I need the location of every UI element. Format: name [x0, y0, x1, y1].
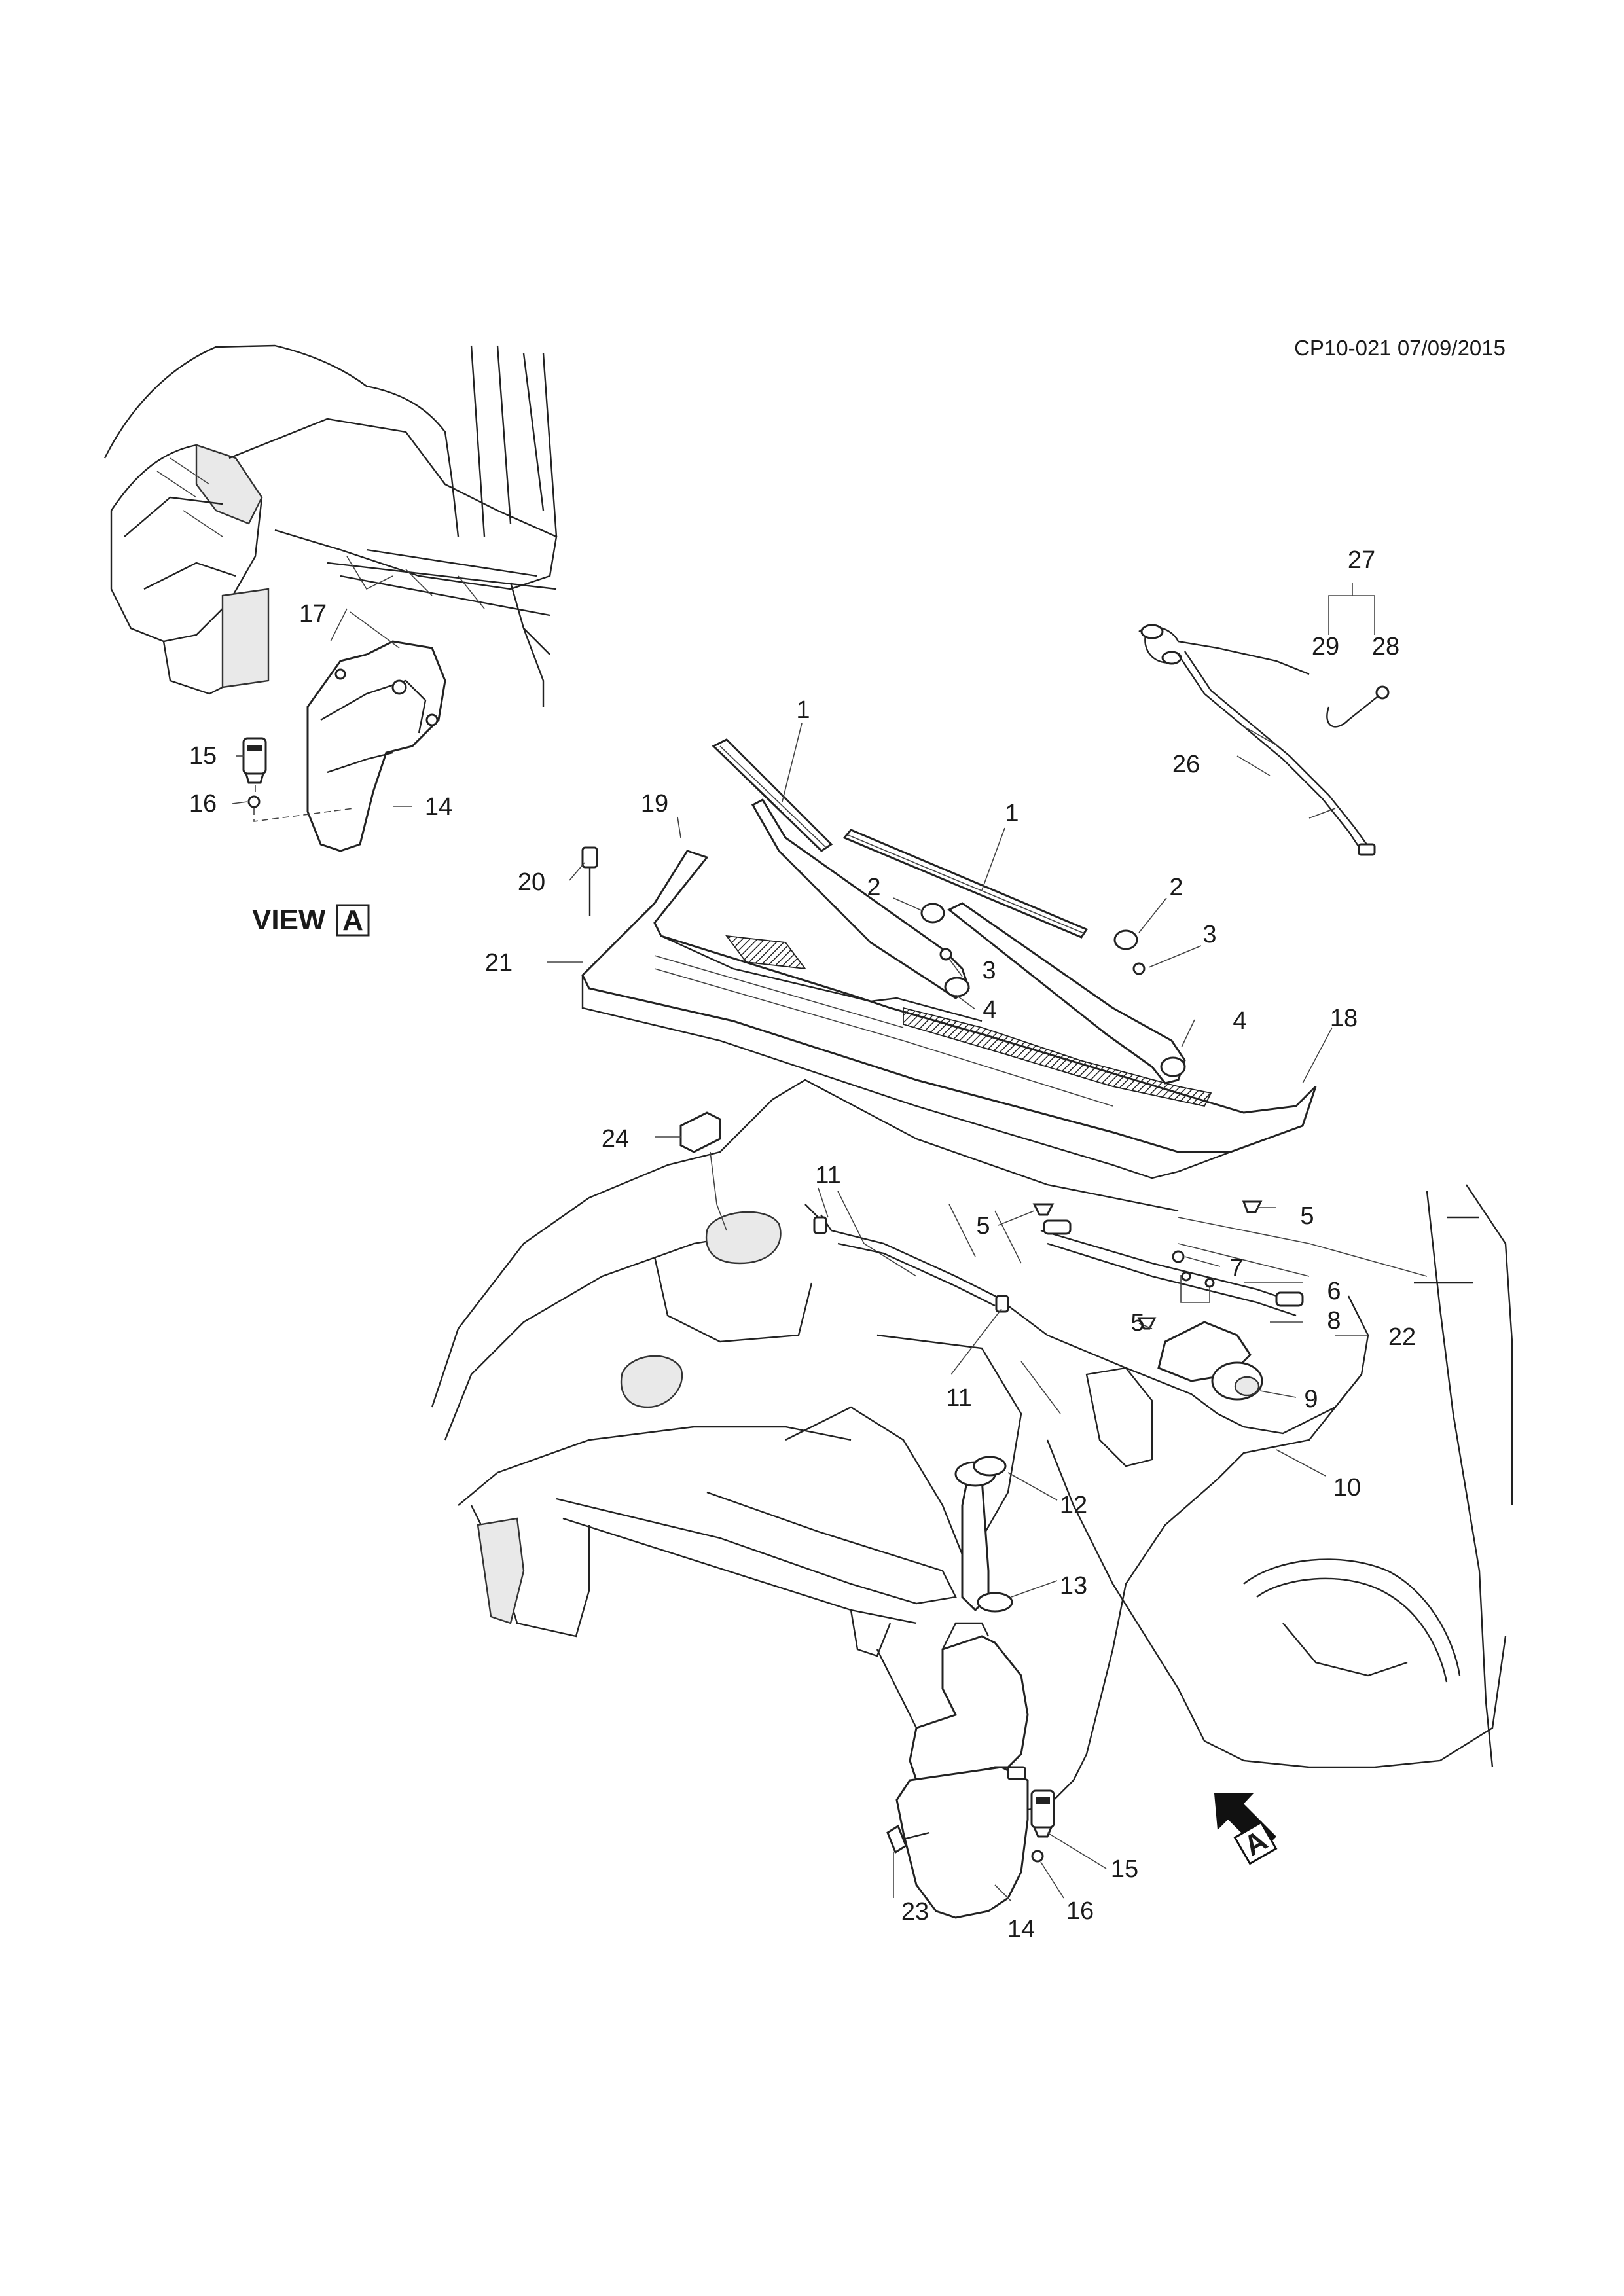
callout-2: 2	[1169, 874, 1183, 901]
leader-lines	[232, 583, 1375, 1902]
callout-1: 1	[1005, 800, 1019, 827]
callout-27: 27	[1348, 547, 1375, 574]
arm-caps-nuts	[920, 903, 1146, 975]
callout-11: 11	[815, 1162, 840, 1189]
callout-21: 21	[485, 949, 513, 977]
callout-8: 8	[1327, 1307, 1341, 1335]
callout-1: 1	[796, 696, 810, 724]
callout-18: 18	[1330, 1005, 1358, 1032]
callout-2: 2	[867, 874, 880, 901]
callout-16: 16	[189, 790, 217, 817]
callout-3: 3	[1202, 921, 1216, 948]
callout-5: 5	[1130, 1309, 1144, 1336]
svg-text:A: A	[342, 905, 363, 937]
callout-29: 29	[1312, 633, 1339, 660]
callout-17: 17	[299, 600, 327, 628]
callout-22: 22	[1388, 1323, 1416, 1351]
vehicle-body-structure	[431, 1079, 1513, 1807]
washer-pump	[1030, 1789, 1055, 1863]
callout-13: 13	[1060, 1572, 1087, 1600]
wiper-linkage	[1040, 1219, 1304, 1401]
callout-15: 15	[1111, 1856, 1138, 1883]
callout-19: 19	[641, 790, 668, 817]
callout-16: 16	[1066, 1897, 1094, 1925]
bracket-24	[679, 1111, 727, 1231]
wiper-arm-right	[947, 902, 1186, 1085]
callout-labels: 1 1 2 2 3 3 4 4 5 5 5 6 7 8 9 10 11 11 1…	[189, 547, 1416, 1943]
callout-24: 24	[602, 1125, 629, 1153]
callout-3: 3	[982, 957, 996, 984]
wiper-blade-right	[842, 829, 1089, 939]
wiper-arm-left	[751, 798, 970, 999]
washer-hoses	[804, 1204, 1369, 1814]
view-a-inset	[103, 344, 558, 852]
view-a-label: VIEW A	[252, 904, 370, 937]
callout-23: 23	[901, 1898, 929, 1926]
callout-5: 5	[1300, 1202, 1314, 1230]
callout-4: 4	[1233, 1007, 1246, 1035]
callout-5: 5	[976, 1212, 990, 1240]
cowl-panel	[581, 846, 1317, 1179]
svg-text:VIEW: VIEW	[252, 904, 326, 936]
callout-7: 7	[1229, 1255, 1243, 1282]
callout-15: 15	[189, 742, 217, 770]
callout-14: 14	[425, 793, 452, 821]
callout-9: 9	[1304, 1386, 1318, 1413]
washer-reservoir	[886, 1456, 1029, 1919]
wiper-blade-left	[712, 738, 833, 852]
callout-14: 14	[1007, 1916, 1035, 1943]
callout-10: 10	[1333, 1474, 1361, 1501]
callout-4: 4	[983, 996, 996, 1024]
callout-6: 6	[1327, 1278, 1341, 1305]
small-fasteners	[1032, 1200, 1263, 1330]
callout-11: 11	[946, 1384, 971, 1412]
callout-26: 26	[1172, 751, 1200, 778]
drawing-reference: CP10-021 07/09/2015	[1294, 336, 1506, 360]
view-a-direction-arrow: A	[1214, 1793, 1278, 1865]
washer-hose-assembly	[1138, 624, 1390, 856]
callout-12: 12	[1060, 1492, 1087, 1519]
callout-20: 20	[518, 869, 545, 896]
callout-28: 28	[1372, 633, 1399, 660]
